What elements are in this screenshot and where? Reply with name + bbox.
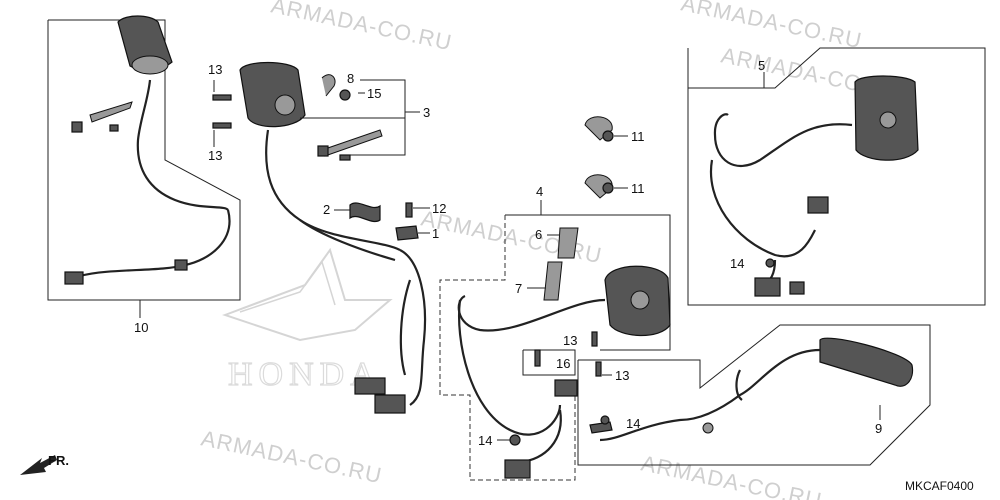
- left-switch-assembly: [239, 61, 427, 414]
- callout-4: 4: [536, 184, 543, 199]
- right-grip-heater: [589, 337, 914, 442]
- honda-wing-logo: HONDA: [222, 247, 393, 394]
- screw-16: [534, 349, 541, 367]
- watermark-6: ARMADA-CO.RU: [639, 450, 825, 500]
- nut-15: [339, 89, 351, 101]
- clamp-1: [395, 225, 419, 241]
- callout-8: 8: [347, 71, 354, 86]
- callout-12: 12: [432, 201, 446, 216]
- group-outline-5: [687, 47, 986, 306]
- screw-13-center: [591, 331, 598, 347]
- callout-13c: 13: [563, 333, 577, 348]
- group-outline-9: [577, 324, 931, 466]
- group-outline-4: [505, 214, 671, 351]
- diagram-code: MKCAF0400: [905, 479, 974, 493]
- group-outline-10: [47, 19, 241, 301]
- callout-7: 7: [515, 281, 522, 296]
- honda-brand-text: HONDA: [228, 356, 381, 393]
- callout-10: 10: [134, 320, 148, 335]
- bolt-12: [405, 202, 413, 218]
- screw-13-upper: [212, 94, 232, 101]
- watermark-2: ARMADA-CO.RU: [679, 0, 865, 53]
- screw-13-lower: [212, 122, 232, 129]
- callout-15: 15: [367, 86, 381, 101]
- clamp-2: [349, 202, 381, 222]
- clip-14-grip: [600, 415, 610, 425]
- callout-3: 3: [423, 105, 430, 120]
- callout-11b: 11: [631, 181, 645, 196]
- callout-11a: 11: [631, 129, 645, 144]
- screw-13-bottom: [595, 361, 602, 377]
- right-switch-harness-5: [709, 75, 919, 297]
- clamp-8: [321, 74, 336, 97]
- clip-14-center: [509, 434, 521, 446]
- callout-9: 9: [875, 421, 882, 436]
- callout-14c: 14: [626, 416, 640, 431]
- callout-16: 16: [556, 356, 570, 371]
- watermark-5: ARMADA-CO.RU: [199, 425, 385, 488]
- callout-13d: 13: [615, 368, 629, 383]
- callout-6: 6: [535, 227, 542, 242]
- cable-tie: [321, 129, 383, 157]
- callout-2: 2: [323, 202, 330, 217]
- clip-14-right: [765, 258, 775, 268]
- left-grip-heater: [64, 15, 231, 285]
- callout-5: 5: [758, 58, 765, 73]
- callout-13a: 13: [208, 62, 222, 77]
- callout-13b: 13: [208, 148, 222, 163]
- callout-14a: 14: [478, 433, 492, 448]
- front-direction-arrow: FR.: [20, 453, 69, 475]
- right-switch-assembly: [457, 227, 671, 479]
- callout-14b: 14: [730, 256, 744, 271]
- watermark-1: ARMADA-CO.RU: [269, 0, 455, 55]
- front-arrow-label: FR.: [48, 453, 69, 468]
- callout-1: 1: [432, 226, 439, 241]
